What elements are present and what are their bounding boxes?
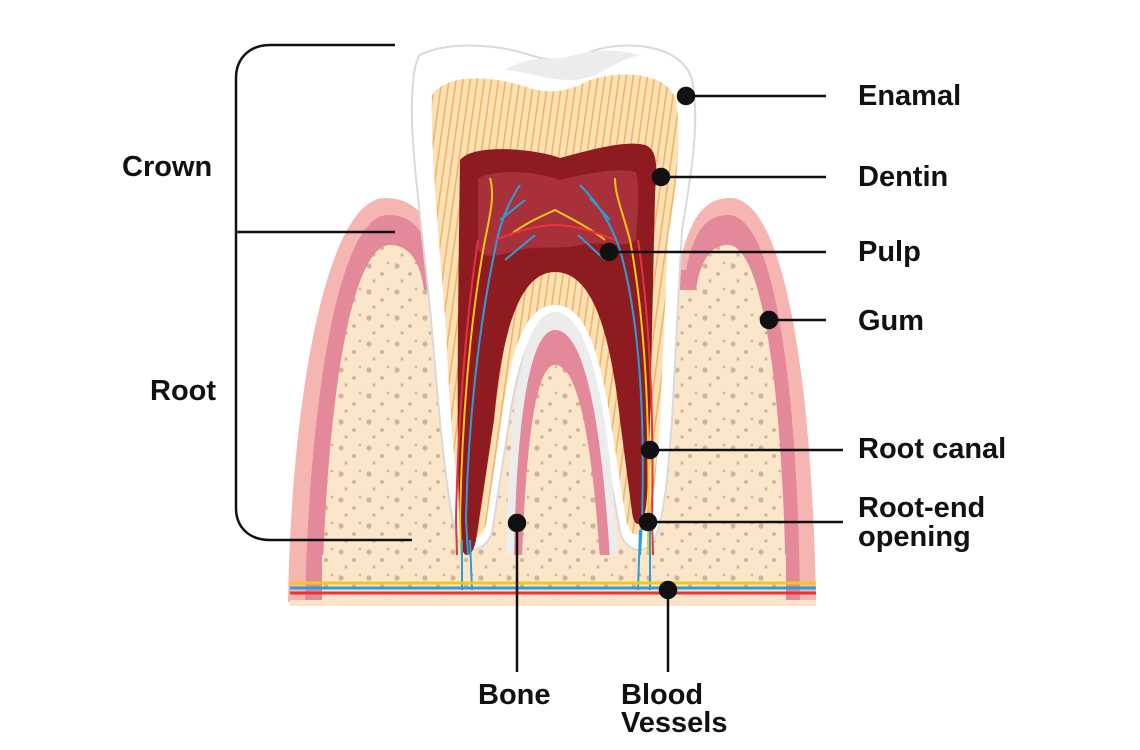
blood-vessel-band: [290, 600, 816, 606]
bone-middle: [522, 365, 600, 560]
pulp-vessels: [454, 177, 655, 591]
crown-root-bracket: [234, 43, 412, 542]
label-enamal: Enamal: [858, 80, 962, 112]
label-dentin: Dentin: [858, 161, 949, 193]
enamel-top-shade: [505, 50, 640, 80]
label-crown: Crown: [122, 151, 213, 183]
label-pulp: Pulp: [858, 236, 921, 268]
label-blood-2: Vessels: [621, 707, 728, 739]
label-gum: Gum: [858, 305, 925, 337]
leader-lines: [507, 86, 843, 672]
label-root: Root: [150, 375, 217, 407]
label-root-end-1: Root-end: [858, 492, 986, 524]
root-vessels-lower: [461, 529, 651, 591]
label-root-end-2: opening: [858, 521, 971, 553]
bone-base: [322, 555, 786, 602]
label-bone: Bone: [478, 679, 551, 711]
label-blood-1: Blood: [621, 679, 704, 711]
label-root-canal: Root canal: [858, 433, 1007, 465]
